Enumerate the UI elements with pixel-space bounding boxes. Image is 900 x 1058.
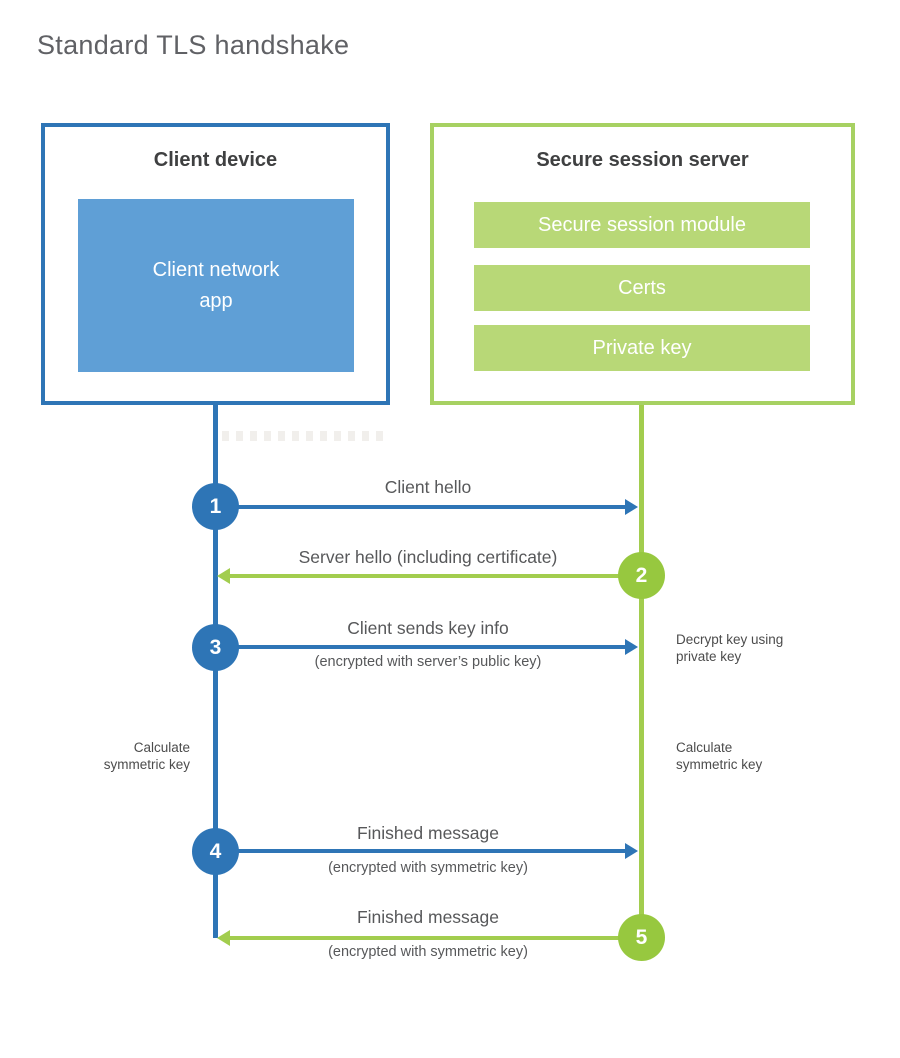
- arrow-left-icon: [217, 930, 230, 946]
- step-2-badge: 2: [618, 552, 665, 599]
- server-module-label: Private key: [592, 336, 692, 359]
- client-calculate-note: Calculate symmetric key: [103, 740, 190, 772]
- arrow-left-icon: [217, 568, 230, 584]
- step-5-badge: 5: [618, 914, 665, 961]
- step-4-badge: 4: [192, 828, 239, 875]
- server-module-private-key: Private key: [474, 325, 810, 371]
- message-sublabel-client-key-info: (encrypted with server’s public key): [314, 654, 542, 670]
- step-1-badge: 1: [192, 483, 239, 530]
- arrow-client-key-info: [215, 639, 638, 655]
- message-sublabel-finished-server: (encrypted with symmetric key): [328, 944, 528, 960]
- arrow-finished-client: [215, 843, 638, 859]
- client-network-app-box: Client network app: [78, 199, 354, 372]
- arrow-server-hello: [217, 568, 640, 584]
- message-label-client-hello: Client hello: [384, 477, 472, 497]
- step-3-badge: 3: [192, 624, 239, 671]
- arrow-right-icon: [625, 639, 638, 655]
- arrow-right-icon: [625, 499, 638, 515]
- server-calculate-note: Calculate symmetric key: [676, 740, 763, 772]
- client-network-app-label: Client network app: [152, 258, 280, 312]
- server-decrypt-note: Decrypt key using private key: [676, 632, 784, 664]
- arrow-right-icon: [625, 843, 638, 859]
- arrow-client-hello: [215, 499, 638, 515]
- secure-session-server-box: Secure session server Secure session mod…: [430, 123, 855, 405]
- arrow-finished-server: [217, 930, 640, 946]
- message-sublabel-finished-client: (encrypted with symmetric key): [328, 860, 528, 876]
- server-module-label: Certs: [618, 276, 666, 299]
- message-label-server-hello: Server hello (including certificate): [298, 547, 558, 567]
- client-lifeline: [213, 405, 218, 938]
- message-label-finished-client: Finished message: [356, 823, 500, 843]
- server-module-secure-session: Secure session module: [474, 202, 810, 248]
- message-label-finished-server: Finished message: [356, 907, 500, 927]
- page-title: Standard TLS handshake: [37, 30, 350, 60]
- server-module-label: Secure session module: [538, 213, 746, 236]
- server-module-certs: Certs: [474, 265, 810, 311]
- message-label-client-key-info: Client sends key info: [347, 618, 509, 638]
- secure-session-server-title: Secure session server: [536, 149, 749, 171]
- client-device-title: Client device: [153, 149, 278, 171]
- server-lifeline: [639, 405, 644, 938]
- faint-dashed-line: [222, 431, 388, 441]
- client-device-box: Client device Client network app: [41, 123, 390, 405]
